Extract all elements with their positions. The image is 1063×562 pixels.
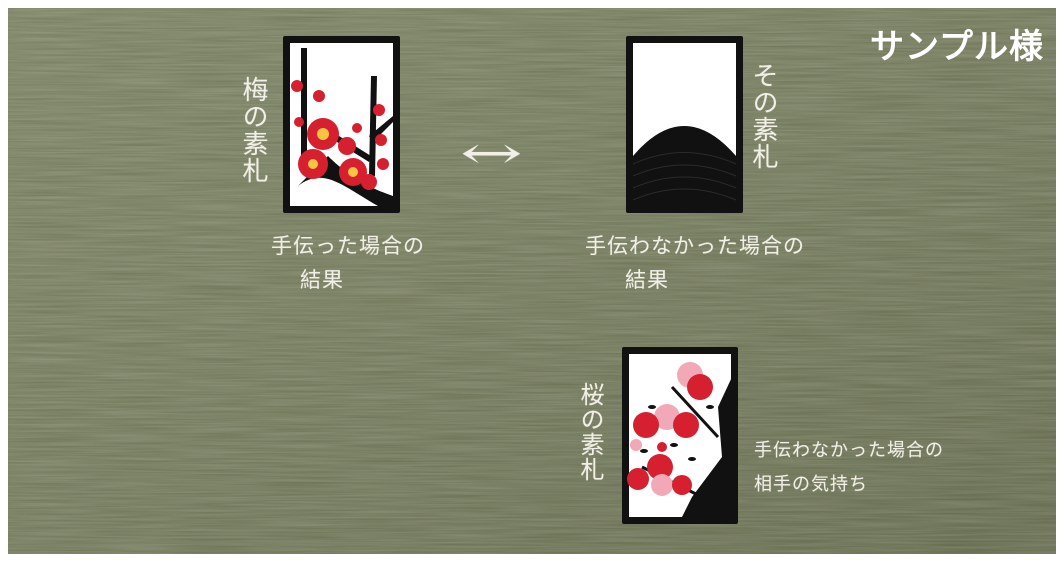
cherry-trunk xyxy=(682,377,732,517)
sono-kasu-label: その素札 xyxy=(748,62,778,170)
opponent-caption-line1: 手伝わなかった場合の xyxy=(754,440,944,461)
plum-blossoms xyxy=(291,80,389,190)
helped-caption-line2: 結果 xyxy=(300,268,344,292)
cherry-blossoms xyxy=(627,362,713,496)
not-helped-caption-line1: 手伝わなかった場合の xyxy=(585,234,805,258)
ume-kasu-label: 梅の素札 xyxy=(238,76,268,184)
cherry-card xyxy=(622,347,738,524)
arrow-both-icon: ↔ xyxy=(460,128,525,179)
sakura-kasu-label: 桜の素札 xyxy=(576,382,604,482)
photo: 梅の素札 その素札 桜の素札 ↔ 手伝った場合の 結果 手伝わなかった場合の 結… xyxy=(8,8,1056,554)
opponent-caption-line2: 相手の気持ち xyxy=(754,474,868,495)
black-hill xyxy=(633,126,736,206)
sample-watermark: サンプル様 xyxy=(870,27,1044,67)
plum-card xyxy=(283,36,400,213)
not-helped-caption-line2: 結果 xyxy=(625,268,669,292)
green-cloth-background xyxy=(8,8,1056,554)
pine-plain-card xyxy=(626,36,743,213)
helped-caption-line1: 手伝った場合の xyxy=(271,234,425,258)
